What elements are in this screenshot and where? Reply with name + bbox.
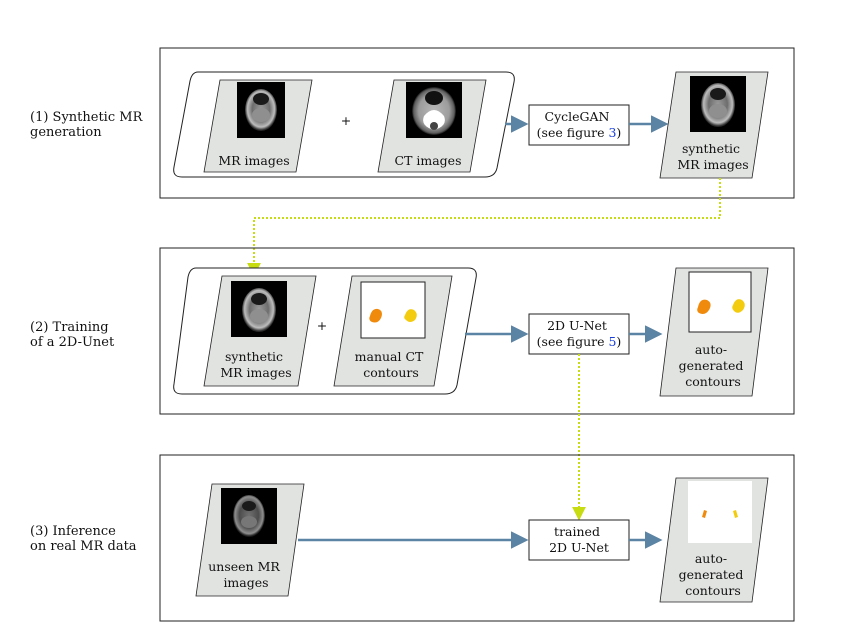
stage-1-label: (1) Synthetic MR generation: [30, 110, 147, 140]
auto-contours-2-line1: auto-: [695, 342, 727, 357]
stage-1: (1) Synthetic MR generation MR images + …: [30, 47, 795, 199]
trained-unet-box: [528, 519, 630, 561]
unet-ref-line: (see figure 5): [537, 334, 622, 349]
synthetic-mr-input-line1: synthetic: [225, 349, 283, 364]
unseen-mr-line1: unseen MR: [208, 559, 280, 574]
stage-3-frame: [159, 454, 795, 622]
stage-2-label: (2) Training of a 2D-Unet: [30, 320, 115, 350]
stage-2-label-line2: of a 2D-Unet: [30, 335, 115, 350]
ct-image-thumbnail: [406, 82, 462, 138]
auto-contours-thumbnail-2: [688, 271, 752, 333]
synthetic-mr-label-line2: MR images: [677, 157, 748, 172]
mr-images-label: MR images: [218, 153, 289, 168]
unet-label: 2D U-Net (see figure 5): [537, 318, 622, 349]
synthetic-mr-input-label: synthetic MR images: [220, 349, 291, 380]
synthetic-mr-thumbnail: [690, 76, 746, 132]
cyclegan-figure-link[interactable]: 3: [608, 125, 616, 140]
dotted-connector-synthetic-to-training: [247, 178, 721, 277]
cyclegan-title: CycleGAN: [545, 109, 610, 124]
auto-contours-label-2: auto- generated contours: [679, 342, 748, 389]
stage-2-frame: [159, 247, 795, 415]
trained-unet-label: trained 2D U-Net: [549, 524, 609, 555]
manual-ct-contours-line1: manual CT: [355, 349, 424, 364]
synthetic-mr-input-line2: MR images: [220, 365, 291, 380]
stage-1-frame: [159, 47, 795, 199]
unet-ref-suffix: ): [616, 334, 621, 349]
manual-ct-contours-label: manual CT contours: [355, 349, 428, 380]
unet-ref-prefix: (see figure: [537, 334, 609, 349]
auto-contours-3-line1: auto-: [695, 551, 727, 566]
stage-2: (2) Training of a 2D-Unet synthetic MR i…: [30, 247, 795, 415]
stage-1-plus: +: [341, 113, 351, 128]
stage-2-label-line1: (2) Training: [30, 320, 109, 335]
auto-contours-3-line2: generated: [679, 567, 744, 582]
synthetic-mr-label-line1: synthetic: [682, 141, 740, 156]
stage-3: (3) Inference on real MR data unseen MR …: [30, 454, 795, 622]
synthetic-mr-label: synthetic MR images: [677, 141, 748, 172]
manual-ct-contours-line2: contours: [363, 365, 419, 380]
stage-3-label-line1: (3) Inference: [30, 524, 116, 539]
stage-3-label-line2: on real MR data: [30, 539, 137, 554]
auto-contours-thumbnail-3: [688, 481, 752, 543]
trained-unet-line1: trained: [554, 524, 600, 539]
unet-title: 2D U-Net: [547, 318, 607, 333]
synthetic-mr-input-thumbnail: [231, 281, 287, 337]
unseen-mr-line2: images: [223, 575, 268, 590]
stage-1-label-line1: (1) Synthetic MR: [30, 110, 144, 125]
mr-image-thumbnail: [237, 82, 285, 138]
unet-box: [528, 313, 630, 355]
cyclegan-ref-suffix: ): [616, 125, 621, 140]
trained-unet-line2: 2D U-Net: [549, 540, 609, 555]
auto-contours-2-line2: generated: [679, 358, 744, 373]
unseen-mr-thumbnail: [221, 488, 277, 544]
cyclegan-ref-line: (see figure 3): [537, 125, 622, 140]
auto-contours-3-line3: contours: [685, 583, 741, 598]
unet-figure-link[interactable]: 5: [608, 334, 616, 349]
unseen-mr-label: unseen MR images: [208, 559, 284, 590]
stage-3-label: (3) Inference on real MR data: [30, 524, 137, 554]
stage-2-plus: +: [317, 318, 327, 333]
stage-1-label-line2: generation: [30, 125, 102, 140]
cyclegan-label: CycleGAN (see figure 3): [537, 109, 622, 140]
auto-contours-2-line3: contours: [685, 374, 741, 389]
cyclegan-ref-prefix: (see figure: [537, 125, 609, 140]
auto-contours-label-3: auto- generated contours: [679, 551, 748, 598]
ct-images-label: CT images: [395, 153, 462, 168]
manual-ct-contours-thumbnail: [360, 281, 426, 339]
